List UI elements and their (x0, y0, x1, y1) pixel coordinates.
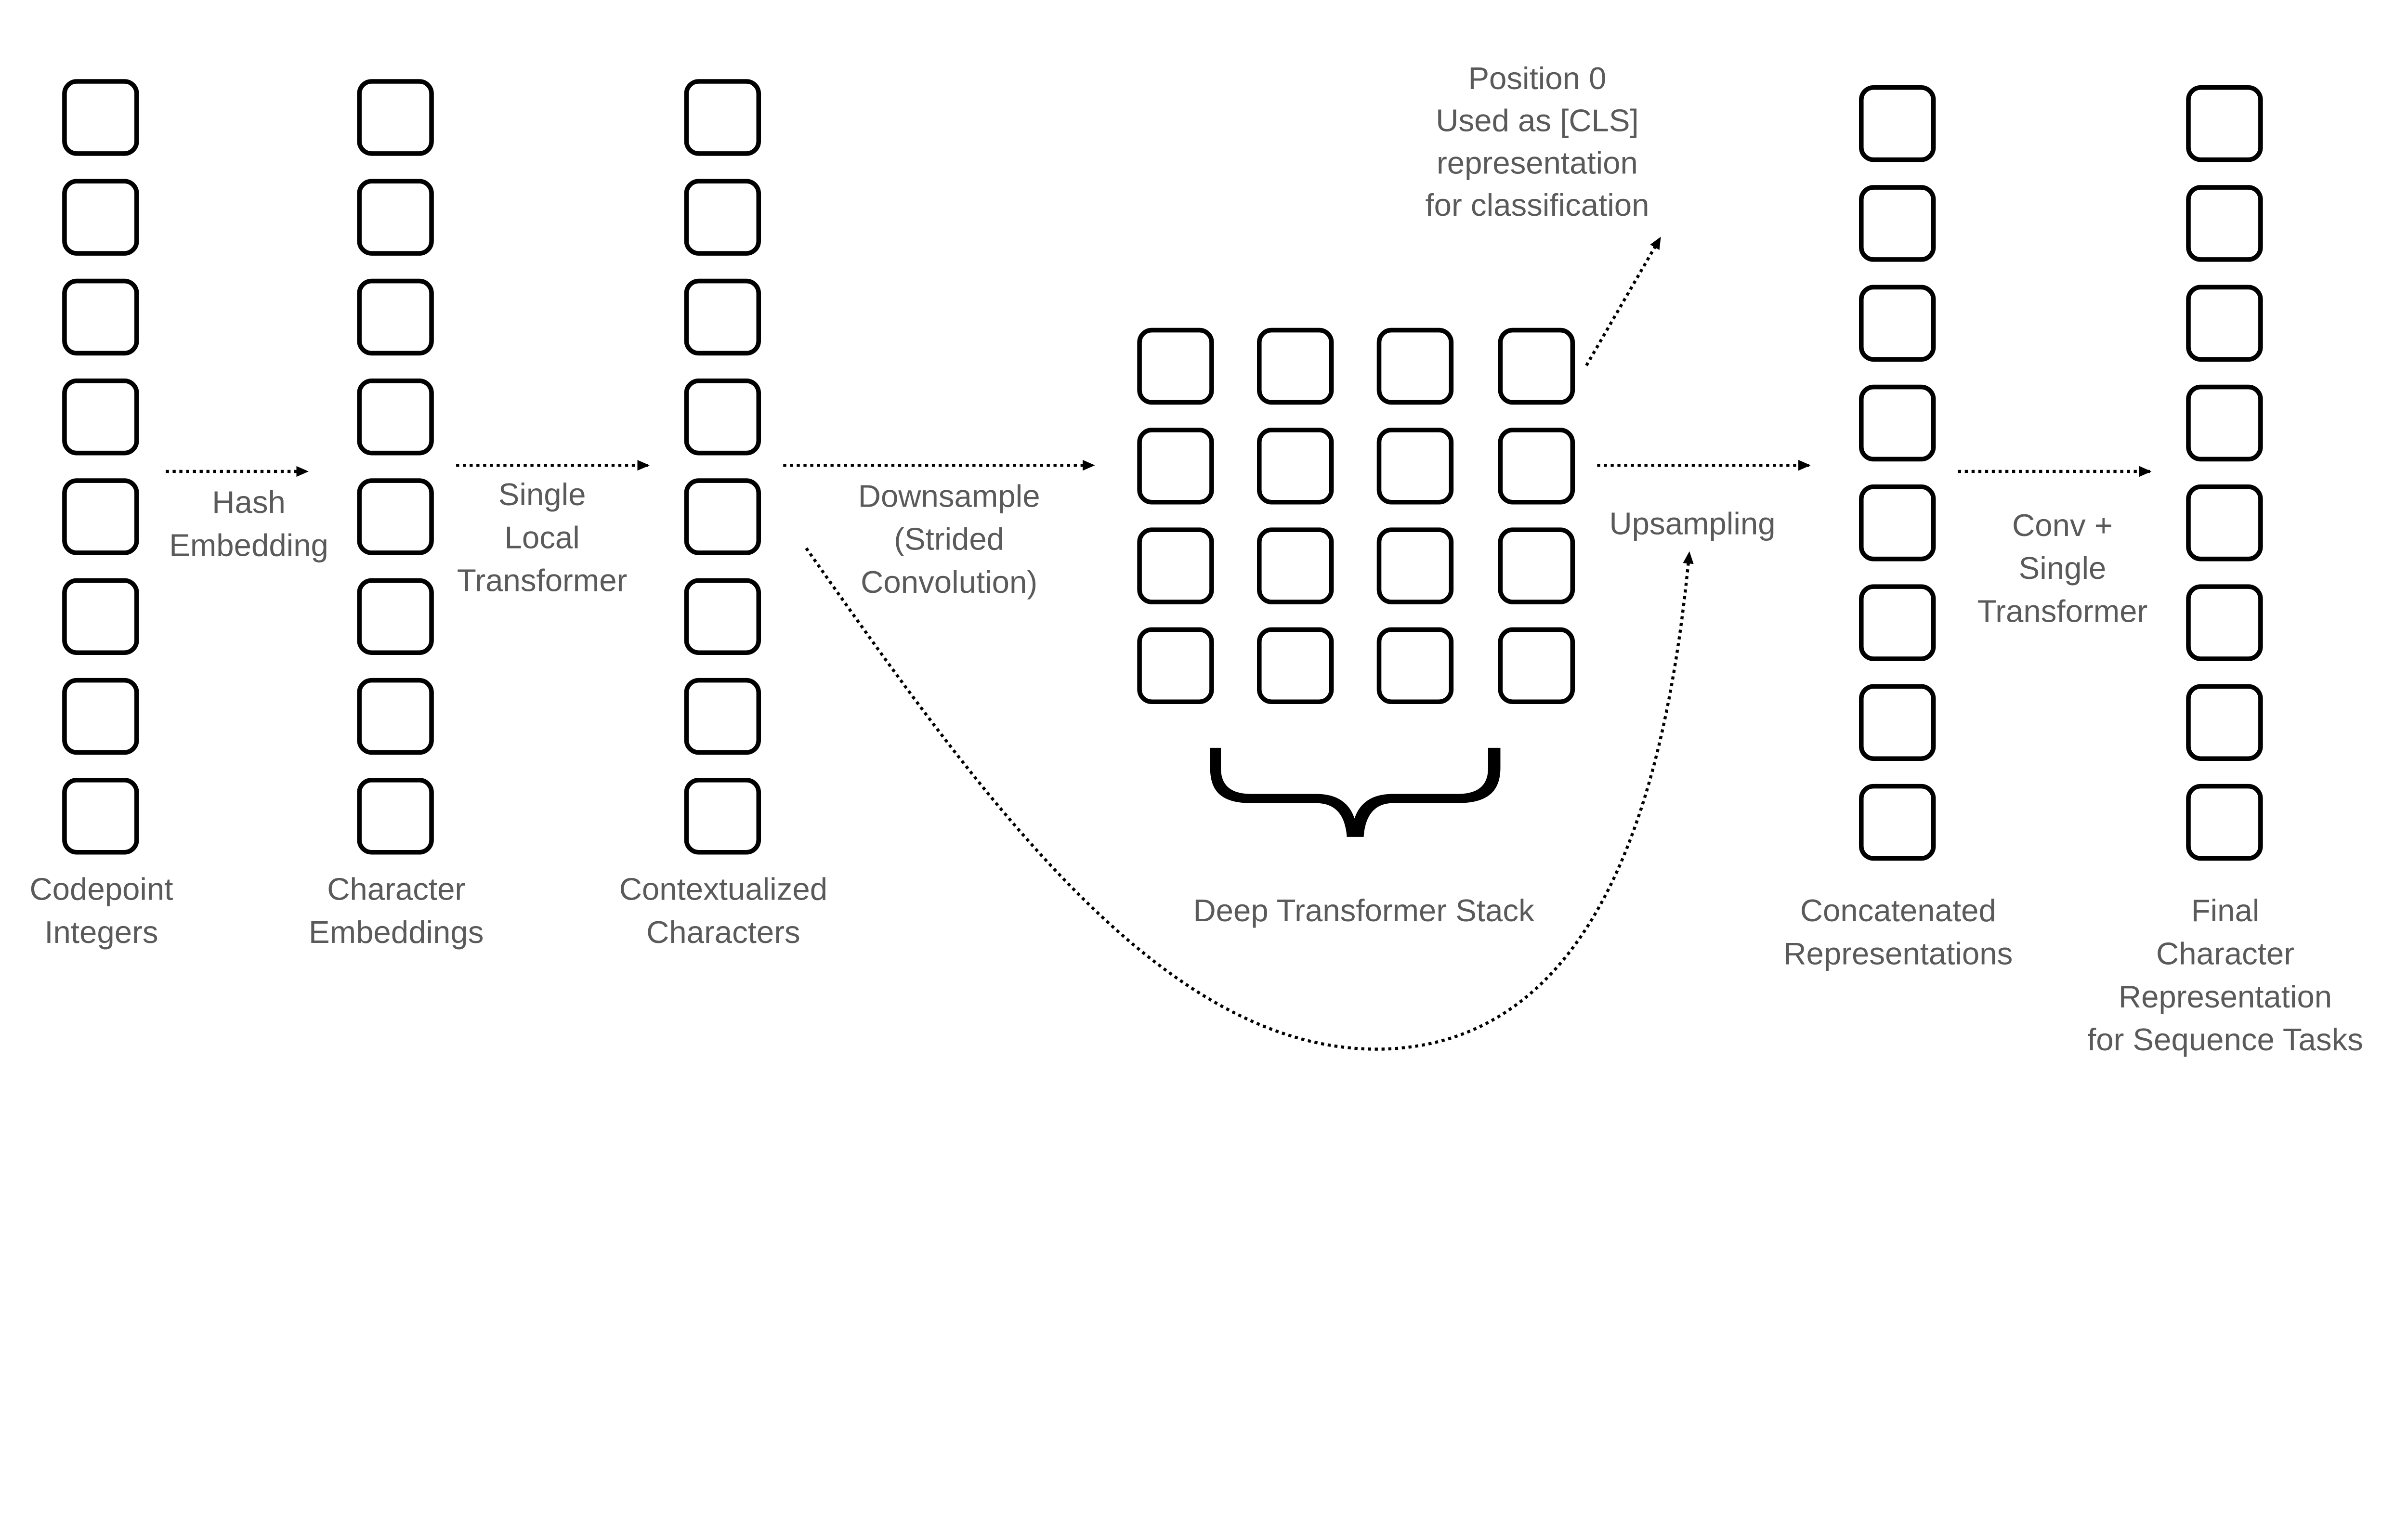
cell-box (62, 678, 139, 755)
cell-box (684, 578, 761, 655)
curly-brace (1210, 747, 1501, 837)
cell-box (2186, 484, 2263, 562)
cell-box (1859, 484, 1936, 562)
cell-box (684, 179, 761, 256)
column-1 (357, 79, 434, 855)
cell-box (62, 778, 139, 855)
grid-cell-box (1498, 428, 1575, 505)
cell-box (357, 278, 434, 356)
cell-box (684, 278, 761, 356)
cell-box (1859, 384, 1936, 462)
column-0 (62, 79, 139, 855)
grid-cell-box (1257, 428, 1334, 505)
grid-cell-box (1376, 327, 1454, 405)
cell-box (1859, 784, 1936, 861)
cell-box (357, 778, 434, 855)
cell-box (2186, 285, 2263, 362)
column-4 (2186, 85, 2263, 861)
cell-box (357, 379, 434, 456)
cell-box (2186, 784, 2263, 861)
cell-box (357, 678, 434, 755)
cell-box (357, 79, 434, 156)
arrow-cls (1585, 236, 1662, 366)
label-upsampling: Upsampling (1609, 506, 1775, 541)
grid-cell-box (1498, 527, 1575, 604)
grid-cell-box (1498, 327, 1575, 405)
grid-cell-box (1498, 627, 1575, 705)
cell-box (1859, 684, 1936, 761)
cell-box (2186, 85, 2263, 162)
deep-transformer-grid (1137, 327, 1575, 705)
cell-box (684, 379, 761, 456)
label-deep-transformer-stack: Deep Transformer Stack (1193, 893, 1534, 928)
cell-box (684, 678, 761, 755)
grid-cell-box (1257, 527, 1334, 604)
cell-box (684, 478, 761, 555)
grid-cell-box (1376, 527, 1454, 604)
cell-box (62, 379, 139, 456)
grid-cell-box (1376, 627, 1454, 705)
grid-cell-box (1137, 428, 1214, 505)
cell-box (1859, 285, 1936, 362)
column-3 (1859, 85, 1936, 861)
grid-cell-box (1257, 327, 1334, 405)
cell-box (62, 578, 139, 655)
cell-box (62, 478, 139, 555)
cell-box (62, 79, 139, 156)
cell-box (62, 179, 139, 256)
grid-cell-box (1137, 627, 1214, 705)
cell-box (1859, 185, 1936, 262)
cell-box (1859, 584, 1936, 661)
cell-box (2186, 584, 2263, 661)
column-2 (684, 79, 761, 855)
cell-box (357, 179, 434, 256)
grid-cell-box (1376, 428, 1454, 505)
cell-box (2186, 684, 2263, 761)
grid-cell-box (1137, 527, 1214, 604)
cell-box (2186, 384, 2263, 462)
residual-curve-arrow (805, 547, 1694, 1051)
cell-box (684, 778, 761, 855)
cell-box (62, 278, 139, 356)
grid-cell-box (1137, 327, 1214, 405)
cell-box (2186, 185, 2263, 262)
cell-box (357, 578, 434, 655)
cell-box (357, 478, 434, 555)
grid-cell-box (1257, 627, 1334, 705)
cell-box (1859, 85, 1936, 162)
cell-box (684, 79, 761, 156)
